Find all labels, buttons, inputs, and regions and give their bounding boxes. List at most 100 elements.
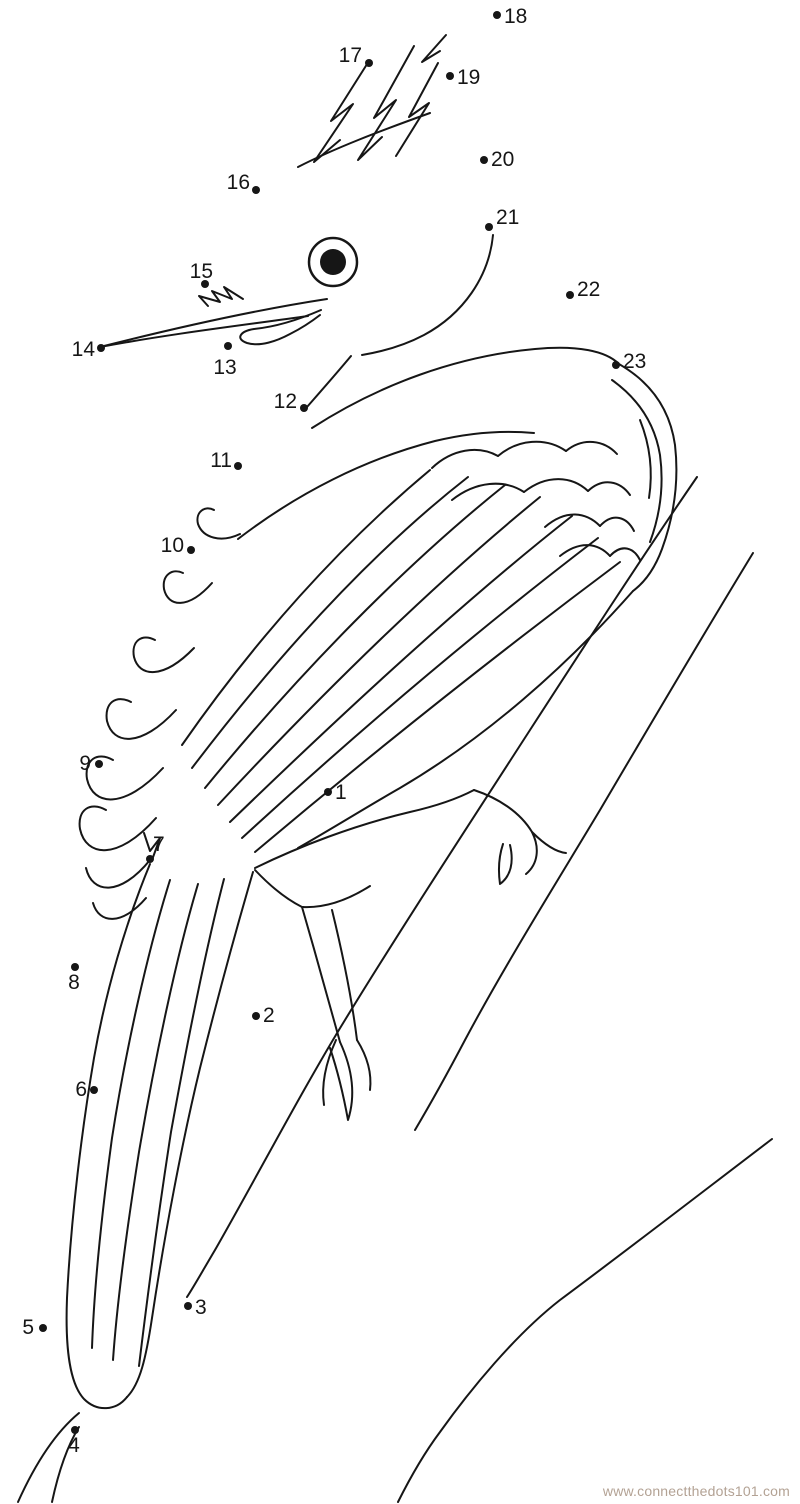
covert-arc-7 xyxy=(544,513,601,528)
tail-inner-2 xyxy=(112,883,199,1361)
branch-edge-lower xyxy=(414,552,754,1131)
flank-curl-2 xyxy=(162,570,213,604)
dot-label-20: 20 xyxy=(491,148,514,171)
dot-9[interactable] xyxy=(95,760,103,768)
dot-group-23: 23 xyxy=(612,350,646,373)
tail xyxy=(65,832,254,1410)
dot-label-4: 4 xyxy=(68,1434,80,1457)
shoulder-inner-1 xyxy=(611,379,663,543)
dot-19[interactable] xyxy=(446,72,454,80)
dot-label-17: 17 xyxy=(339,44,362,67)
dot-3[interactable] xyxy=(184,1302,192,1310)
beak xyxy=(99,286,328,348)
dot-8[interactable] xyxy=(71,963,79,971)
crest-spike-1 xyxy=(421,34,447,63)
dot-13[interactable] xyxy=(224,342,232,350)
tail-right-edge xyxy=(126,871,254,1398)
dot-group-20: 20 xyxy=(480,148,514,171)
dot-7[interactable] xyxy=(146,855,154,863)
dot-15[interactable] xyxy=(201,280,209,288)
dot-label-2: 2 xyxy=(263,1004,275,1027)
tail-left-edge xyxy=(65,863,151,1410)
dot-group-4: 4 xyxy=(68,1426,80,1457)
branch-edge-upper xyxy=(186,476,698,1298)
dot-1[interactable] xyxy=(324,788,332,796)
dot-18[interactable] xyxy=(493,11,501,19)
wing-trailing-edge xyxy=(297,590,634,849)
dot-group-11: 11 xyxy=(210,449,242,472)
dot-16[interactable] xyxy=(252,186,260,194)
feather-shaft-4 xyxy=(217,496,541,806)
dot-6[interactable] xyxy=(90,1086,98,1094)
covert-arc-6 xyxy=(587,481,631,496)
crest-base xyxy=(297,112,431,168)
dot-label-15: 15 xyxy=(190,260,213,283)
dot-group-19: 19 xyxy=(446,66,480,89)
dot-21[interactable] xyxy=(485,223,493,231)
feather-shaft-3 xyxy=(204,484,506,789)
dot-label-10: 10 xyxy=(161,534,184,557)
body-outline xyxy=(254,346,678,869)
dot-group-8: 8 xyxy=(68,963,80,994)
dot-2[interactable] xyxy=(252,1012,260,1020)
dot-label-11: 11 xyxy=(210,449,232,472)
beak-upper-edge xyxy=(99,298,328,348)
covert-arc-1 xyxy=(431,449,499,469)
dot-group-15: 15 xyxy=(190,260,213,288)
dot-11[interactable] xyxy=(234,462,242,470)
covert-arc-3 xyxy=(565,441,618,455)
crest-spike-4 xyxy=(395,62,439,157)
dot-5[interactable] xyxy=(39,1324,47,1332)
eye xyxy=(307,236,359,288)
dot-23[interactable] xyxy=(612,361,620,369)
dot-group-10: 10 xyxy=(161,534,195,557)
nostril-tuft xyxy=(198,286,244,307)
dot-group-21: 21 xyxy=(485,206,519,231)
flank-curl-1 xyxy=(196,507,241,540)
head-neck xyxy=(306,234,494,408)
dot-label-1: 1 xyxy=(335,781,347,804)
flank-curl-5 xyxy=(85,755,164,801)
dot-14[interactable] xyxy=(97,344,105,352)
back-and-right-side xyxy=(311,346,678,592)
dot-12[interactable] xyxy=(300,404,308,412)
crest-feathers xyxy=(297,34,447,168)
dot-label-8: 8 xyxy=(68,971,80,994)
feather-shaft-2 xyxy=(191,476,469,769)
neck-front xyxy=(306,355,352,408)
dot-label-16: 16 xyxy=(227,171,250,194)
dot-group-1: 1 xyxy=(324,781,347,804)
gape-curl xyxy=(239,309,322,346)
covert-arc-10 xyxy=(609,547,641,561)
dot-20[interactable] xyxy=(480,156,488,164)
dot-group-5: 5 xyxy=(22,1316,47,1339)
dot-label-14: 14 xyxy=(72,338,96,361)
flank-curl-6 xyxy=(78,805,157,852)
dot-10[interactable] xyxy=(187,546,195,554)
eye-pupil xyxy=(320,249,346,275)
dot-group-9: 9 xyxy=(79,752,103,775)
wing-leading-edge xyxy=(237,430,535,540)
dot-label-7: 7 xyxy=(153,833,165,856)
flank-curl-3 xyxy=(132,636,195,673)
bird-line-art xyxy=(65,34,678,1410)
dot-label-21: 21 xyxy=(496,206,519,229)
left-claw-short xyxy=(356,1039,372,1091)
flank-feather-curls xyxy=(78,507,241,920)
covert-arc-5 xyxy=(523,478,589,493)
legs-and-feet xyxy=(254,789,567,1121)
dot-group-18: 18 xyxy=(493,5,527,28)
left-heel-line xyxy=(302,885,371,909)
flank-curl-7 xyxy=(85,859,151,889)
dot-4[interactable] xyxy=(71,1426,79,1434)
dot-label-5: 5 xyxy=(22,1316,34,1339)
dot-22[interactable] xyxy=(566,291,574,299)
left-toe-back xyxy=(322,1039,337,1106)
throat-curve xyxy=(361,234,494,356)
tail-base-tuft xyxy=(143,832,161,861)
dot-17[interactable] xyxy=(365,59,373,67)
right-claw xyxy=(498,843,513,885)
left-leg-back xyxy=(331,909,358,1041)
